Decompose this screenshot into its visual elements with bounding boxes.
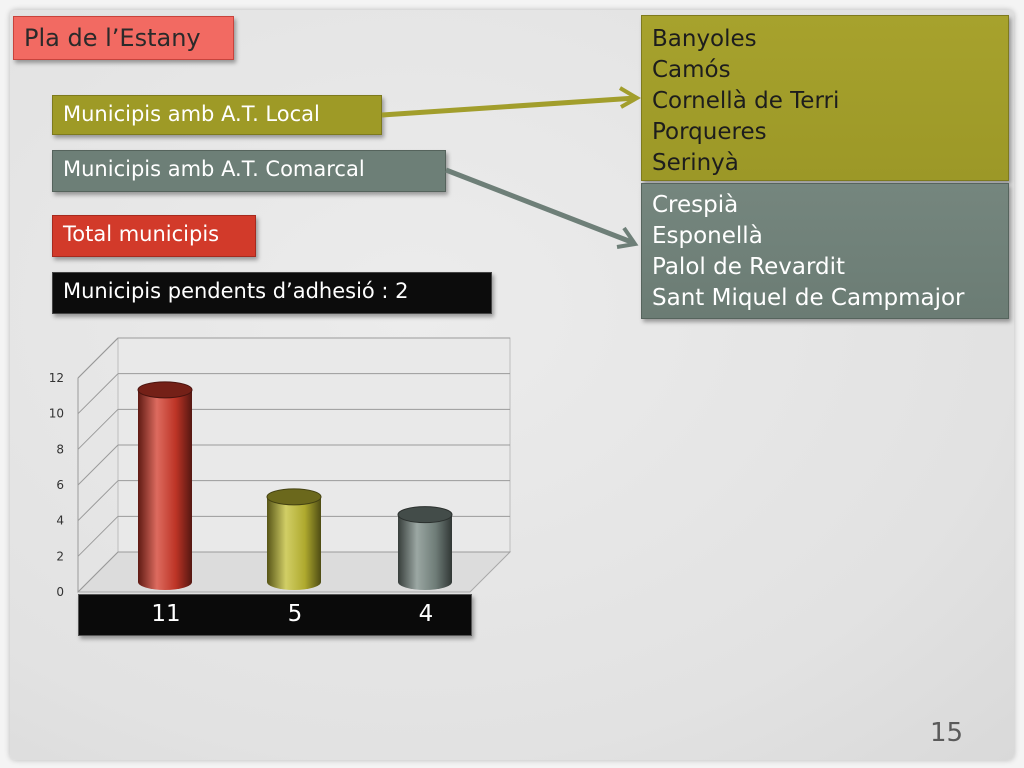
- list-item: Crespià: [652, 192, 739, 218]
- list-item: Cornellà de Terri: [652, 88, 840, 114]
- arrow-comarcal: [445, 167, 635, 246]
- arrowhead-comarcal: [616, 226, 639, 249]
- y-axis-top: [77, 337, 119, 379]
- gridline-side: [77, 551, 119, 593]
- bar: [138, 389, 192, 590]
- y-tick-label: 12: [49, 371, 64, 385]
- list-item: Serinyà: [652, 150, 739, 176]
- data-label: 5: [287, 601, 303, 627]
- data-label: 11: [151, 601, 181, 627]
- list-comarcal-municipis: Crespià Esponellà Palol de Revardit Sant…: [641, 183, 1009, 319]
- bar: [398, 514, 452, 590]
- bar-top: [397, 506, 453, 524]
- legend-total: Total municipis: [52, 215, 256, 257]
- legend-pending: Municipis pendents d’adhesió : 2: [52, 272, 492, 314]
- list-item: Esponellà: [652, 223, 763, 249]
- y-tick-label: 10: [49, 407, 64, 421]
- y-tick-label: 6: [56, 478, 64, 492]
- bar-top: [137, 381, 193, 399]
- list-item: Palol de Revardit: [652, 254, 846, 280]
- gridline-side: [77, 480, 119, 522]
- arrowhead-local: [618, 86, 642, 109]
- gridline-side: [77, 444, 119, 486]
- y-tick-label: 4: [56, 514, 64, 528]
- gridline-side: [77, 408, 119, 450]
- gridline-side: [77, 373, 119, 415]
- bar: [267, 496, 321, 590]
- y-tick-label: 8: [56, 442, 64, 456]
- list-local-municipis: Banyoles Camós Cornellà de Terri Porquer…: [641, 15, 1009, 181]
- legend-comarcal: Municipis amb A.T. Comarcal: [52, 150, 446, 192]
- bar-top: [266, 488, 322, 506]
- list-item: Porqueres: [652, 119, 767, 145]
- list-item: Banyoles: [652, 26, 757, 52]
- list-item: Camós: [652, 57, 731, 83]
- gridline-side: [77, 515, 119, 557]
- y-tick-label: 0: [56, 585, 64, 599]
- chart-value-strip: 11 5 4: [78, 594, 472, 636]
- list-item: Sant Miquel de Campmajor: [652, 285, 965, 311]
- page-number: 15: [930, 718, 964, 748]
- y-tick-label: 2: [56, 549, 64, 563]
- slide-title: Pla de l’Estany: [13, 16, 234, 60]
- legend-local: Municipis amb A.T. Local: [52, 95, 382, 135]
- arrow-local: [381, 95, 637, 118]
- data-label: 4: [418, 601, 434, 627]
